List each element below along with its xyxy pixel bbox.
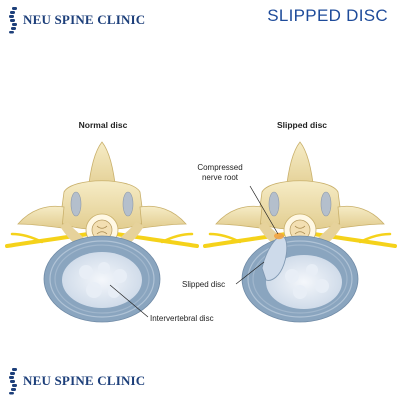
clinic-logo-bottom: NEU SPINE CLINIC <box>6 367 145 395</box>
normal-disc-title: Normal disc <box>78 120 128 130</box>
leader-lines <box>109 185 279 318</box>
slipped-disc-title: Slipped disc <box>276 120 328 130</box>
herniation-bulge <box>261 235 288 281</box>
compressed-nerve-line1: Compressed <box>197 163 243 172</box>
normal-intervertebral-disc <box>43 235 161 323</box>
spine-icon <box>9 368 17 395</box>
compressed-nerve-label: Compressed nerve root <box>184 163 256 183</box>
intervertebral-disc-label: Intervertebral disc <box>150 314 214 323</box>
compression-spot <box>274 232 284 240</box>
page-title: SLIPPED DISC <box>267 6 388 25</box>
clinic-name: NEU SPINE CLINIC <box>23 12 146 27</box>
clinic-name: NEU SPINE CLINIC <box>23 373 146 388</box>
spine-icon <box>9 7 17 34</box>
clinic-logo-top: NEU SPINE CLINIC <box>6 6 145 34</box>
slipped-vertebra <box>203 141 397 248</box>
slipped-disc-label: Slipped disc <box>182 280 226 289</box>
slipped-intervertebral-disc <box>241 232 359 323</box>
compressed-nerve-line2: nerve root <box>201 173 239 182</box>
normal-vertebra <box>5 141 199 248</box>
